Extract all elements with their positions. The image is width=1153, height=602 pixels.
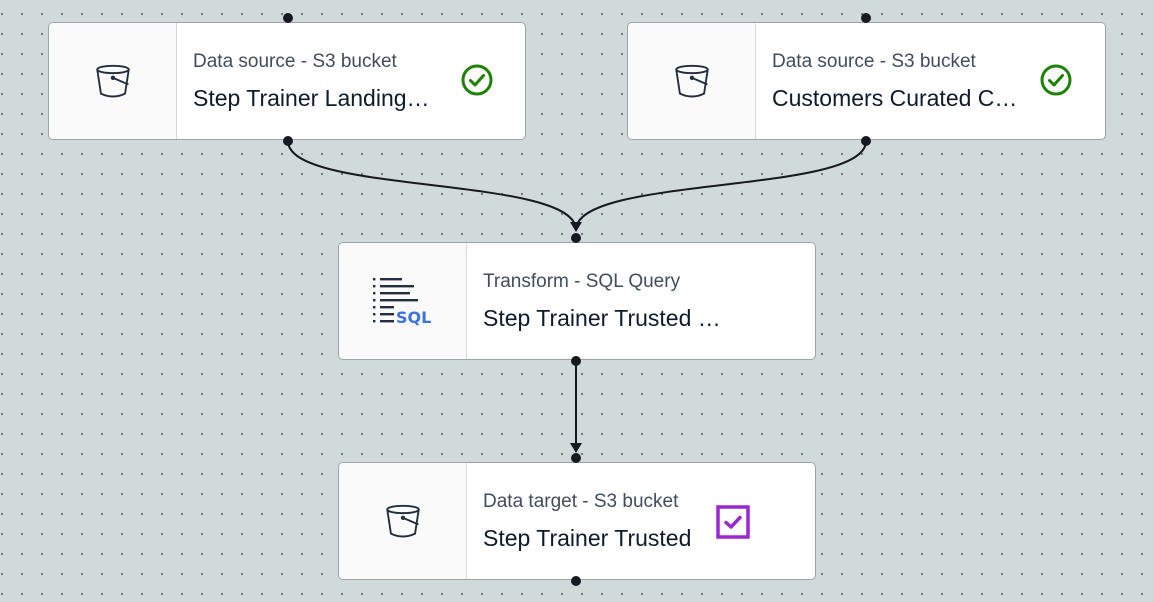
node-type-label: Data target - S3 bucket — [483, 491, 679, 512]
sql-icon-text: SQL — [396, 308, 431, 327]
node-icon-cell — [628, 23, 756, 139]
sql-query-icon: SQL — [372, 278, 431, 327]
arrowhead-target-input — [570, 443, 582, 453]
success-check-circle-icon — [461, 64, 493, 96]
node-icon-cell — [339, 463, 467, 579]
node-customers-curated[interactable]: Data source - S3 bucket Customers Curate… — [627, 22, 1106, 140]
s3-bucket-icon — [95, 64, 130, 98]
edge-customers-to-transform — [575, 140, 867, 231]
node-sql-transform[interactable]: SQL Transform - SQL Query Step Trainer T… — [338, 242, 816, 360]
node-icon-cell: SQL — [339, 243, 467, 359]
node-name: Step Trainer Landing… — [193, 85, 430, 111]
node-step-trainer-landing[interactable]: Data source - S3 bucket Step Trainer Lan… — [48, 22, 526, 140]
s3-bucket-icon — [674, 64, 709, 98]
node-type-label: Data source - S3 bucket — [193, 51, 397, 72]
node-text-cell: Data target - S3 bucket Step Trainer Tru… — [467, 463, 815, 579]
node-name: Step Trainer Trusted — [483, 525, 692, 551]
node-name: Step Trainer Trusted … — [483, 305, 721, 331]
edge-landing-to-transform — [287, 140, 577, 231]
node-text-cell: Transform - SQL Query Step Trainer Trust… — [467, 243, 815, 359]
node-icon-cell — [49, 23, 177, 139]
node-type-label: Data source - S3 bucket — [772, 51, 976, 72]
node-text-cell: Data source - S3 bucket Customers Curate… — [756, 23, 1105, 139]
success-check-circle-icon — [1040, 64, 1072, 96]
s3-bucket-icon — [385, 504, 420, 538]
node-text-cell: Data source - S3 bucket Step Trainer Lan… — [177, 23, 525, 139]
selected-checkbox-icon[interactable] — [716, 505, 750, 539]
node-step-trainer-trusted-target[interactable]: Data target - S3 bucket Step Trainer Tru… — [338, 462, 816, 580]
node-name: Customers Curated C… — [772, 85, 1018, 111]
node-type-label: Transform - SQL Query — [483, 271, 681, 292]
arrowhead-transform-input — [570, 222, 582, 232]
